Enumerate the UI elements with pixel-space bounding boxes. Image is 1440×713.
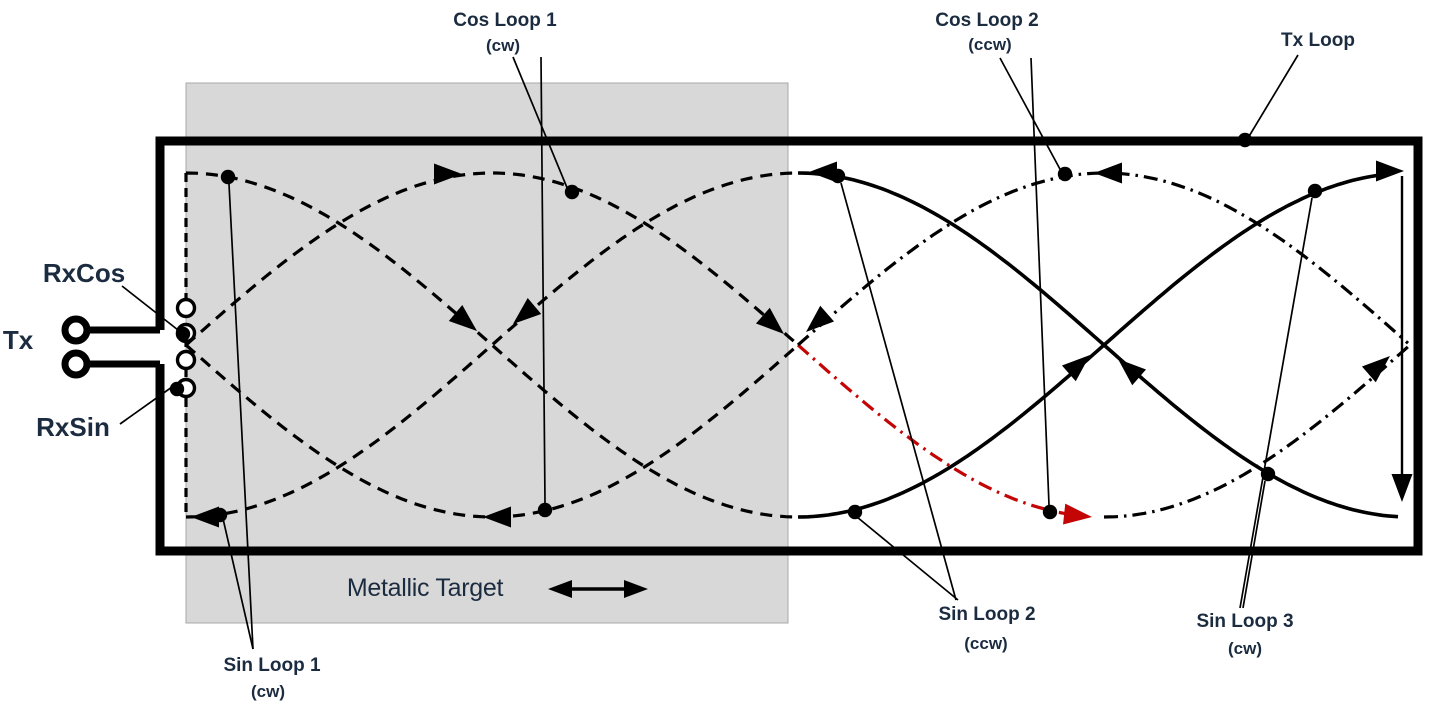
direction-arrow-icon <box>1391 474 1413 502</box>
leader-line <box>1030 57 1050 506</box>
rx-terminal-1 <box>175 297 197 319</box>
label-sin-loop-3: Sin Loop 3 <box>1196 611 1293 632</box>
label-cos-loop-2: Cos Loop 2 <box>935 10 1038 31</box>
direction-arrow-icon <box>809 161 837 183</box>
direction-arrow-icon <box>1361 356 1390 383</box>
direction-arrow-icon <box>755 307 784 334</box>
label-tx-loop: Tx Loop <box>1281 30 1355 51</box>
label-rx-sin: RxSin <box>36 412 110 442</box>
leader-dots <box>169 132 1323 523</box>
label-cos-loop-1: Cos Loop 1 <box>453 10 557 31</box>
leader-line <box>1247 54 1299 139</box>
target-motion-arrow-left-icon <box>548 580 572 598</box>
cos-strand-1-red-segment <box>796 343 1069 516</box>
direction-arrow-icon <box>1118 359 1147 386</box>
label-sin-loop-1-dir: (cw) <box>251 682 285 701</box>
cos-strand-2-dashed <box>184 343 798 519</box>
direction-arrow-icon <box>1063 503 1092 525</box>
leader-line <box>512 56 569 191</box>
tx-terminal-lower <box>61 349 91 379</box>
leader-line <box>540 56 546 504</box>
leader-dot <box>1307 183 1323 199</box>
leader-line <box>220 509 254 650</box>
direction-arrow-icon <box>1061 355 1090 382</box>
rx-coil-strands <box>184 171 1411 519</box>
label-cos-loop-1-dir: (cw) <box>486 36 520 55</box>
leader-line <box>999 57 1062 172</box>
label-metallic-target: Metallic Target <box>347 574 504 602</box>
direction-arrow-icon <box>1376 160 1404 182</box>
tx-loop-border <box>155 136 1423 556</box>
label-cos-loop-2-dir: (ccw) <box>968 35 1011 54</box>
metallic-target-region <box>185 82 789 624</box>
leader-dot <box>220 169 236 185</box>
label-sin-loop-1: Sin Loop 1 <box>223 655 321 676</box>
leader-dot <box>564 184 580 200</box>
direction-arrows <box>191 160 1413 528</box>
sin-strand-1-solid <box>797 173 1379 519</box>
direction-arrow-icon <box>191 506 219 528</box>
direction-arrow-icon <box>434 163 462 185</box>
leader-lines <box>119 54 1313 650</box>
sin-strand-2-dashed <box>185 171 797 519</box>
tx-terminal-upper <box>61 315 91 345</box>
cos-strand-1-dashdot <box>1103 344 1411 519</box>
label-sin-loop-3-dir: (cw) <box>1228 639 1262 658</box>
leader-dot <box>212 507 228 523</box>
leader-line <box>1242 480 1266 609</box>
direction-arrow-icon <box>806 305 835 332</box>
cos-strand-2-dashdot <box>796 171 1410 347</box>
leader-dot <box>1042 504 1058 520</box>
label-sin-loop-2: Sin Loop 2 <box>938 604 1035 625</box>
direction-arrow-icon <box>448 304 477 331</box>
leader-line <box>119 386 173 425</box>
leader-line <box>121 285 179 331</box>
sin-strand-2-solid <box>797 171 1399 519</box>
leader-dot <box>175 326 191 342</box>
direction-arrow-icon <box>483 506 511 528</box>
rx-terminal-3 <box>175 349 197 371</box>
label-sin-loop-2-dir: (ccw) <box>964 634 1007 653</box>
leader-line <box>1239 197 1313 609</box>
sin-strand-1-dashed <box>185 171 797 519</box>
direction-arrow-icon <box>513 297 542 324</box>
leader-line <box>856 516 959 601</box>
leader-dot <box>847 504 863 520</box>
label-tx: Tx <box>3 325 34 355</box>
leader-dot <box>537 502 553 518</box>
leader-line <box>228 183 254 650</box>
cos-strand-1-dashed <box>184 171 798 347</box>
leader-dot <box>830 168 846 184</box>
label-rx-cos: RxCos <box>43 258 125 288</box>
direction-arrow-icon <box>1094 162 1122 184</box>
target-motion-arrow-right-icon <box>624 580 648 598</box>
leader-line <box>840 182 957 601</box>
leader-dot <box>169 381 185 397</box>
